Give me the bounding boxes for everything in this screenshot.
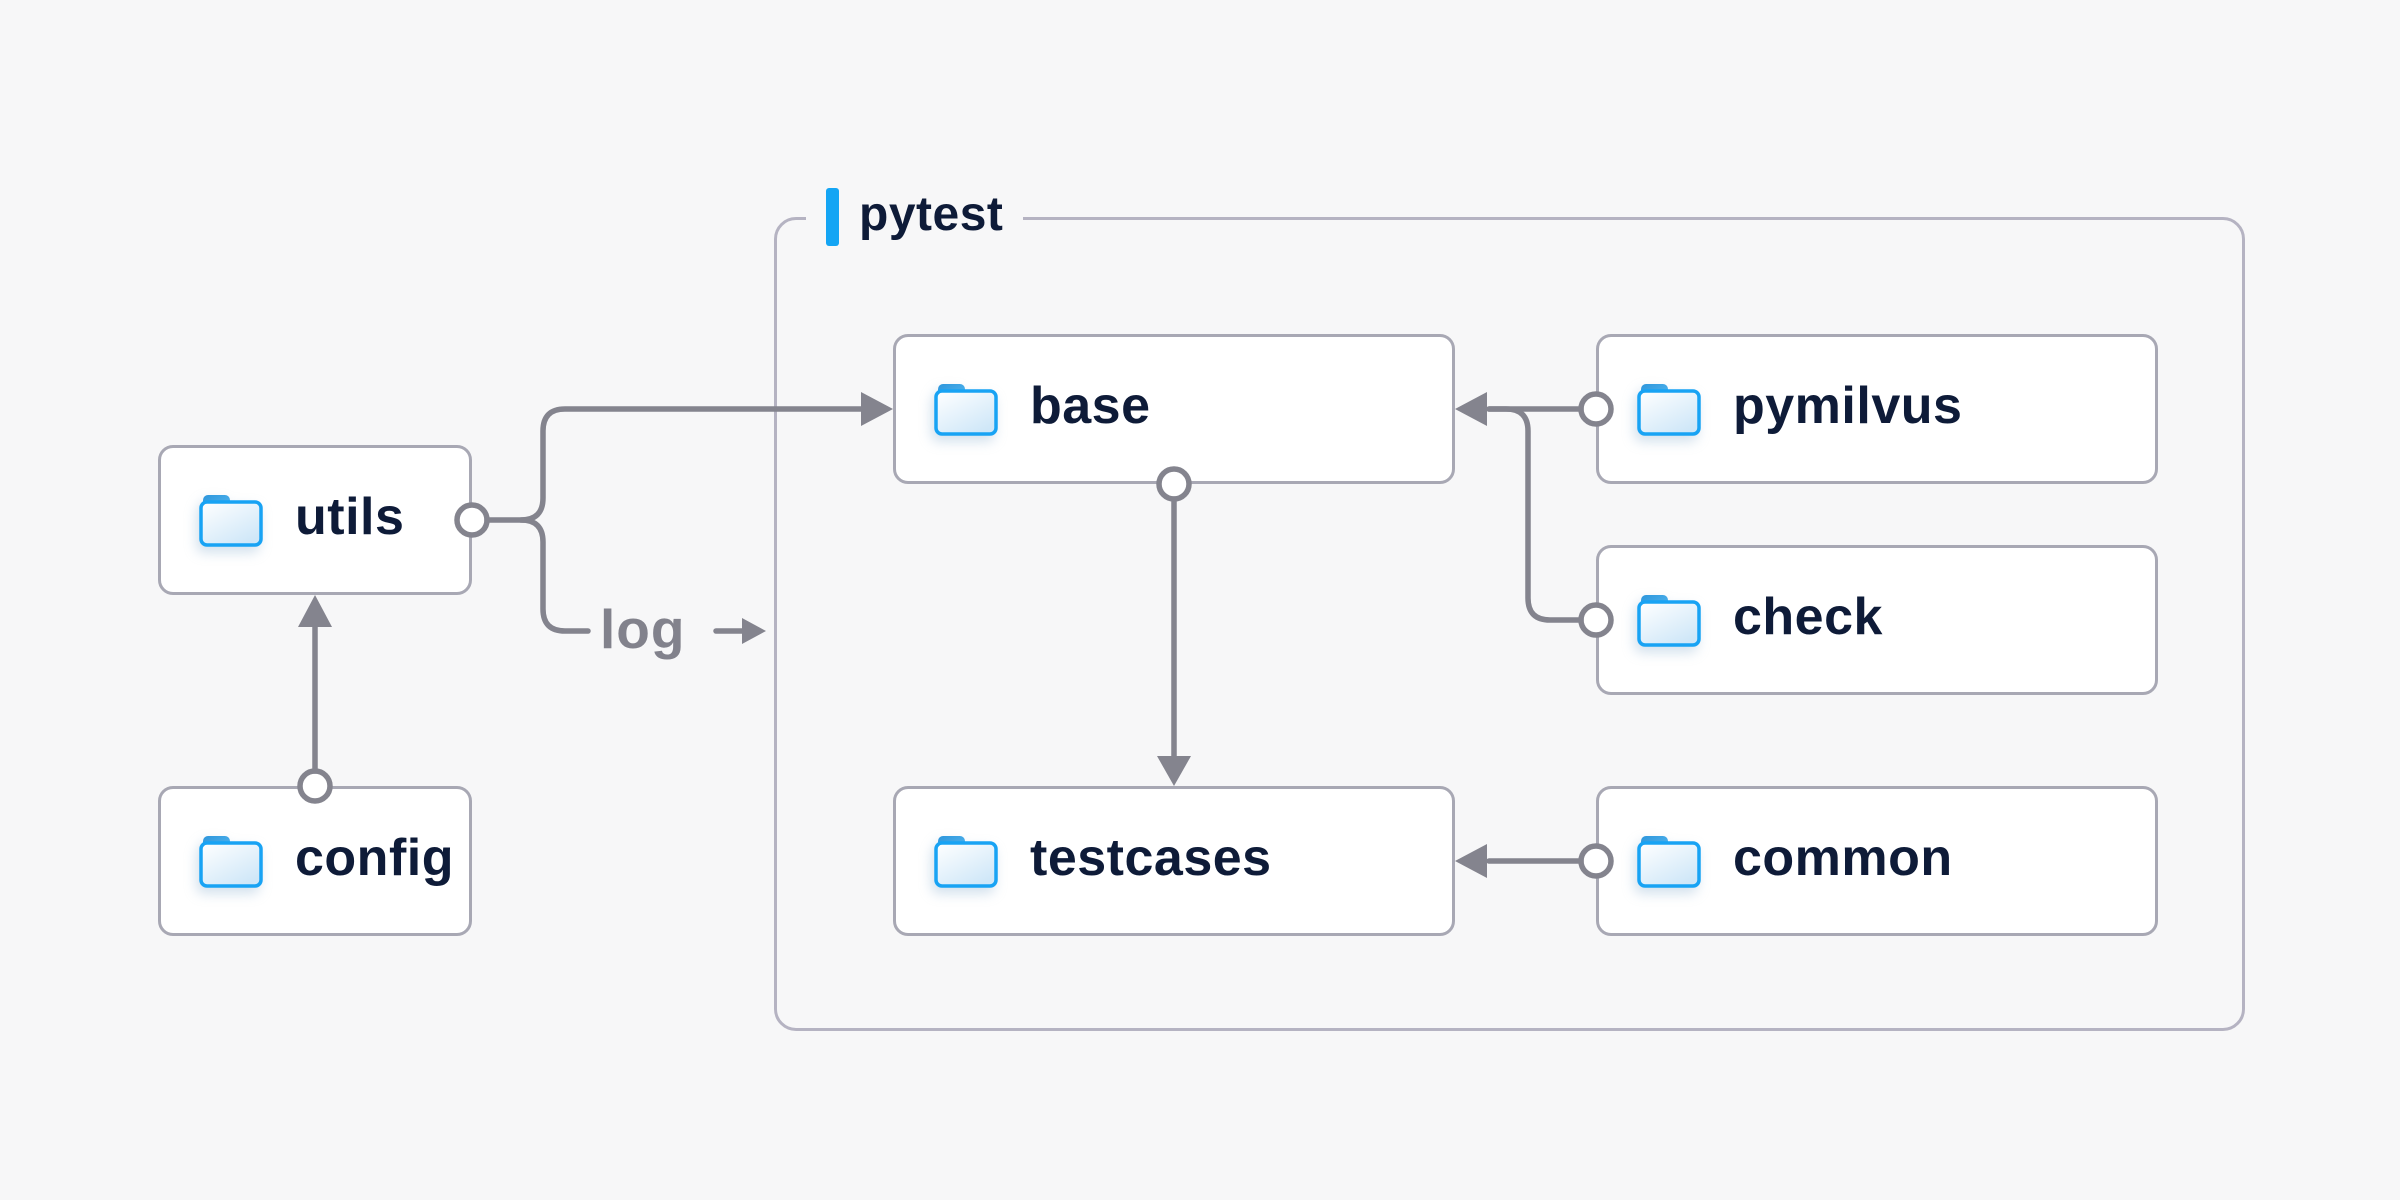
node-config: config bbox=[158, 786, 472, 936]
node-label: utils bbox=[295, 488, 405, 546]
group-title: pytest bbox=[859, 188, 1004, 241]
node-pymilvus: pymilvus bbox=[1596, 334, 2158, 484]
folder-icon bbox=[1637, 595, 1701, 647]
folder-icon bbox=[934, 384, 998, 436]
node-label: check bbox=[1733, 588, 1883, 646]
pytest-group-box bbox=[774, 217, 2245, 1031]
node-label: testcases bbox=[1030, 829, 1272, 887]
node-label: base bbox=[1030, 377, 1151, 435]
folder-icon bbox=[1637, 836, 1701, 888]
edge-config-utils bbox=[297, 595, 333, 804]
folder-icon bbox=[934, 836, 998, 888]
node-common: common bbox=[1596, 786, 2158, 936]
node-label: config bbox=[295, 829, 454, 887]
folder-icon bbox=[199, 495, 263, 547]
node-label: common bbox=[1733, 829, 1953, 887]
node-utils: utils bbox=[158, 445, 472, 595]
node-base: base bbox=[893, 334, 1455, 484]
node-label: pymilvus bbox=[1733, 377, 1963, 435]
edge-label-log: log bbox=[600, 598, 686, 660]
node-testcases: testcases bbox=[893, 786, 1455, 936]
folder-icon bbox=[199, 836, 263, 888]
pytest-group-label: pytest bbox=[806, 185, 1024, 249]
accent-bar bbox=[826, 188, 839, 246]
node-check: check bbox=[1596, 545, 2158, 695]
folder-icon bbox=[1637, 384, 1701, 436]
